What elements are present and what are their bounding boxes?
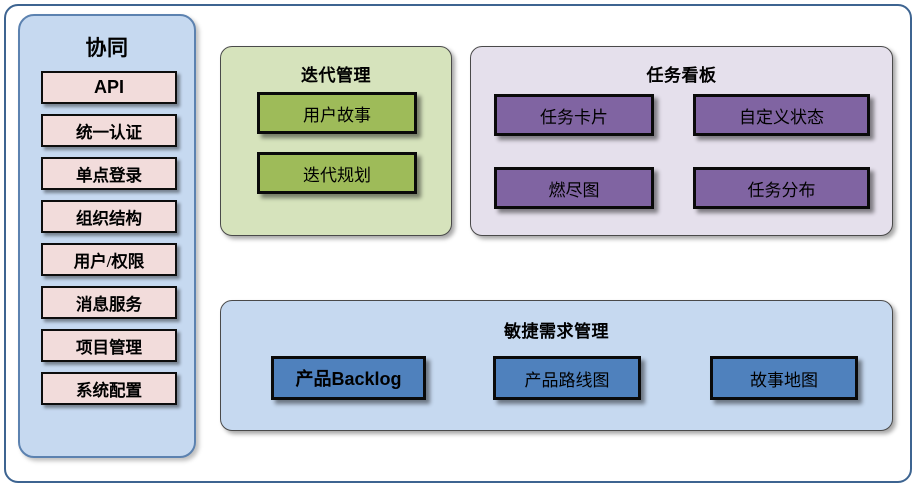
iteration-box-label: 迭代规划 bbox=[303, 165, 371, 185]
sidebar-item-single-sign-on[interactable]: 单点登录 bbox=[41, 157, 177, 190]
sidebar-item-project-management[interactable]: 项目管理 bbox=[41, 329, 177, 362]
agile-box-product-roadmap[interactable]: 产品路线图 bbox=[493, 356, 641, 400]
sidebar-item-label: API bbox=[93, 77, 124, 97]
sidebar-item-label: 消息服务 bbox=[76, 294, 142, 314]
agile-box-label: 产品路线图 bbox=[524, 370, 610, 390]
iteration-box-label: 用户故事 bbox=[303, 105, 371, 125]
sidebar-item-label: 项目管理 bbox=[76, 337, 142, 357]
sidebar-item-api[interactable]: API bbox=[41, 71, 177, 104]
iteration-box-user-story[interactable]: 用户故事 bbox=[257, 92, 417, 134]
sidebar-item-org-structure[interactable]: 组织结构 bbox=[41, 200, 177, 233]
agile-box-label: 产品Backlog bbox=[295, 369, 402, 389]
task-board-title: 任务看板 bbox=[646, 66, 717, 85]
task-board-box-burndown-chart[interactable]: 燃尽图 bbox=[494, 167, 654, 209]
sidebar-item-system-config[interactable]: 系统配置 bbox=[41, 372, 177, 405]
sidebar-item-unified-auth[interactable]: 统一认证 bbox=[41, 114, 177, 147]
sidebar-item-label: 系统配置 bbox=[76, 380, 142, 400]
sidebar-item-list: API 统一认证 单点登录 组织结构 用户/权限 消息服务 项目管理 系统配置 bbox=[41, 71, 177, 415]
task-board-box-label: 燃尽图 bbox=[548, 180, 600, 200]
iteration-box-iteration-planning[interactable]: 迭代规划 bbox=[257, 152, 417, 194]
sidebar-panel-collaboration[interactable]: 协同 API 统一认证 单点登录 组织结构 用户/权限 消息服务 项目管理 bbox=[18, 14, 196, 458]
sidebar-item-label: 组织结构 bbox=[76, 208, 142, 228]
agile-box-product-backlog[interactable]: 产品Backlog bbox=[271, 356, 426, 400]
task-board-panel[interactable]: 任务看板 任务卡片 自定义状态 燃尽图 任务分布 bbox=[470, 46, 893, 236]
task-board-box-task-distribution[interactable]: 任务分布 bbox=[693, 167, 870, 209]
task-board-box-custom-status[interactable]: 自定义状态 bbox=[693, 94, 870, 136]
sidebar-title: 协同 bbox=[85, 37, 129, 60]
sidebar-item-label: 单点登录 bbox=[76, 165, 142, 185]
iteration-management-title: 迭代管理 bbox=[301, 66, 371, 85]
iteration-management-panel[interactable]: 迭代管理 用户故事 迭代规划 bbox=[220, 46, 452, 236]
task-board-box-label: 任务卡片 bbox=[540, 107, 608, 127]
agile-requirements-panel[interactable]: 敏捷需求管理 产品Backlog 产品路线图 故事地图 bbox=[220, 300, 893, 431]
sidebar-item-label: 用户/权限 bbox=[73, 251, 145, 271]
agile-box-label: 故事地图 bbox=[750, 370, 818, 390]
task-board-box-task-card[interactable]: 任务卡片 bbox=[494, 94, 654, 136]
agile-box-story-map[interactable]: 故事地图 bbox=[710, 356, 858, 400]
sidebar-item-message-service[interactable]: 消息服务 bbox=[41, 286, 177, 319]
task-board-box-label: 自定义状态 bbox=[739, 107, 824, 127]
agile-requirements-title: 敏捷需求管理 bbox=[504, 322, 609, 341]
sidebar-item-label: 统一认证 bbox=[76, 122, 142, 142]
task-board-box-label: 任务分布 bbox=[747, 180, 816, 200]
sidebar-item-user-permission[interactable]: 用户/权限 bbox=[41, 243, 177, 276]
